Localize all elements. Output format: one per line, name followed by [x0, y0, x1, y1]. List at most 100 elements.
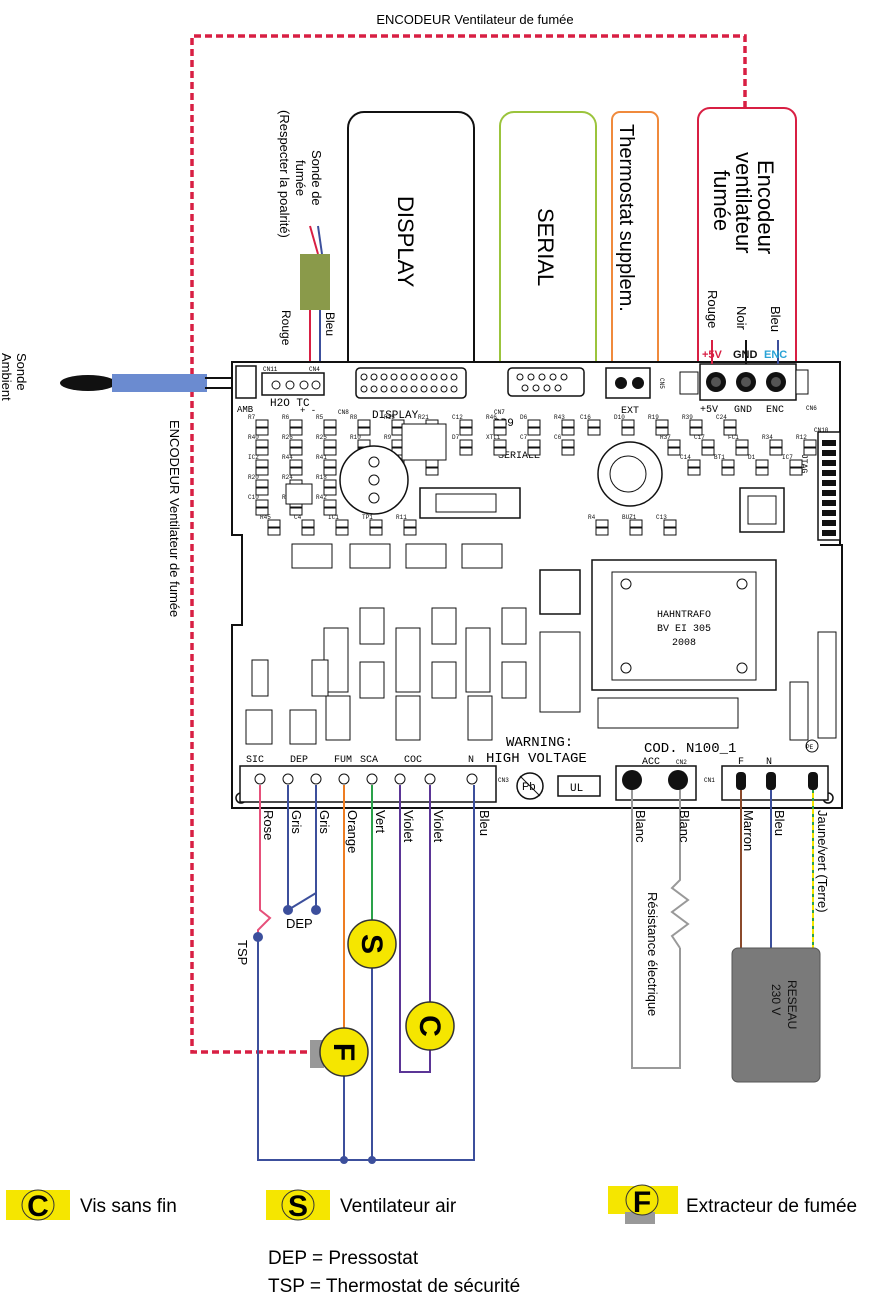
component-label: R26 — [282, 434, 293, 441]
wire-label: Orange — [345, 810, 360, 853]
reseau-voltage: 230 V — [769, 984, 783, 1015]
side-encoder-label: ENCODEUR Ventilateur de fumée — [167, 420, 182, 617]
component-label: R20 — [248, 474, 259, 481]
wire-label: Bleu — [477, 810, 492, 836]
wire-label: Bleu — [772, 810, 787, 836]
pin-enc-label: ENC — [764, 349, 787, 361]
svg-text:CN3: CN3 — [498, 777, 509, 784]
pin-gnd-label: GND — [733, 349, 758, 361]
svg-text:CN6: CN6 — [806, 405, 817, 412]
component-label: D6 — [520, 414, 528, 421]
cod-label: COD. N100_1 — [644, 741, 736, 757]
serial-connector — [507, 367, 585, 397]
display-label: DISPLAY — [393, 196, 418, 288]
svg-text:N: N — [468, 755, 474, 766]
wire-label: Violet — [431, 810, 446, 843]
encoder-wire-bleu: Bleu — [768, 306, 783, 332]
svg-text:COC: COC — [404, 755, 422, 766]
svg-text:C: C — [27, 1190, 49, 1223]
legend-extracteur-fumee: F Extracteur de fumée — [608, 1184, 857, 1224]
serial-label: SERIAL — [533, 208, 558, 286]
component-label: D10 — [614, 414, 625, 421]
wire-label: Vert — [373, 810, 388, 834]
component-label: R40 — [248, 434, 259, 441]
svg-text:FUM: FUM — [334, 755, 352, 766]
svg-text:DEP: DEP — [290, 755, 308, 766]
component-label: R37 — [660, 434, 671, 441]
wire-label: Blanc — [633, 810, 648, 843]
svg-text:F: F — [633, 1186, 651, 1219]
component-label: R11 — [396, 514, 407, 521]
component-label: R41 — [316, 454, 327, 461]
svg-text:CN10: CN10 — [814, 427, 829, 434]
wire-label: Blanc — [677, 810, 692, 843]
encoder-wire-noir: Noir — [734, 306, 749, 331]
component-label: IC1 — [328, 514, 339, 521]
legend-ventilateur-air: S Ventilateur air — [266, 1189, 457, 1223]
component-label: R24 — [282, 474, 293, 481]
encoder-label-1: Encodeur — [753, 160, 778, 254]
component-label: R34 — [762, 434, 773, 441]
component-label: R19 — [648, 414, 659, 421]
motor-f — [319, 1027, 369, 1077]
display-connector-pins — [360, 373, 458, 393]
component-label: R15 — [384, 414, 395, 421]
svg-text:PE: PE — [806, 744, 814, 751]
svg-text:ACC: ACC — [642, 757, 660, 768]
display-connector — [355, 367, 467, 399]
wire-label: Rose — [261, 810, 276, 840]
component-label: R44 — [282, 454, 293, 461]
component-label: IC7 — [782, 454, 793, 461]
component-label: R4 — [588, 514, 596, 521]
thermostat-label: Thermostat supplem. — [615, 124, 637, 312]
svg-text:Ventilateur air: Ventilateur air — [340, 1196, 457, 1217]
component-label: D1 — [748, 454, 756, 461]
sonde-fumee-label-3: (Respecter la poalrité) — [277, 110, 292, 238]
svg-text:Vis sans fin: Vis sans fin — [80, 1196, 177, 1217]
component-label: R9 — [384, 434, 392, 441]
component-label: R45 — [260, 514, 271, 521]
svg-text:SIC: SIC — [246, 755, 264, 766]
component-label: C7 — [520, 434, 528, 441]
svg-text:S: S — [355, 934, 388, 954]
component-label: BT1 — [714, 454, 725, 461]
cn3-terminals — [254, 773, 478, 785]
reseau-label: RESEAU — [785, 980, 799, 1029]
svg-text:CN8: CN8 — [338, 409, 349, 416]
top-encoder-label: ENCODEUR Ventilateur de fumée — [376, 12, 573, 27]
component-label: TP1 — [362, 514, 373, 521]
encoder-label-3: fumée — [709, 170, 734, 231]
component-label: XTL1 — [486, 434, 501, 441]
svg-text:UL: UL — [570, 783, 583, 795]
component-label: C16 — [580, 414, 591, 421]
encoder-dashed-line — [190, 34, 747, 1054]
relay — [539, 569, 581, 615]
component-label: C17 — [694, 434, 705, 441]
svg-text:F: F — [327, 1043, 360, 1061]
motor-c — [405, 1001, 455, 1051]
svg-text:CN4: CN4 — [309, 366, 320, 373]
tsp-label: TSP — [235, 940, 250, 965]
encoder-label-2: ventilateur — [731, 152, 756, 254]
component-label: C14 — [680, 454, 691, 461]
svg-text:Extracteur de fumée: Extracteur de fumée — [686, 1196, 857, 1217]
component-label: R42 — [316, 494, 327, 501]
svg-text:Pb: Pb — [522, 781, 535, 793]
seriale-label: SERIALE — [498, 451, 540, 462]
svg-text:CN2: CN2 — [676, 759, 687, 766]
component-label: R10 — [350, 434, 361, 441]
amb-label: AMB — [237, 405, 254, 415]
svg-text:ENC: ENC — [766, 405, 784, 416]
component-label: C10 — [248, 494, 259, 501]
flue-probe-body — [300, 254, 330, 310]
dep-label: DEP — [286, 916, 313, 931]
component-label: R12 — [796, 434, 807, 441]
probe-wire-bleu: Bleu — [323, 312, 337, 336]
component-label: R8 — [350, 414, 358, 421]
cn3-terminal-block — [239, 765, 497, 803]
note-tsp: TSP = Thermostat de sécurité — [268, 1276, 520, 1297]
component-label: D7 — [452, 434, 460, 441]
component-label: R7 — [248, 414, 256, 421]
component-label: R46 — [486, 414, 497, 421]
